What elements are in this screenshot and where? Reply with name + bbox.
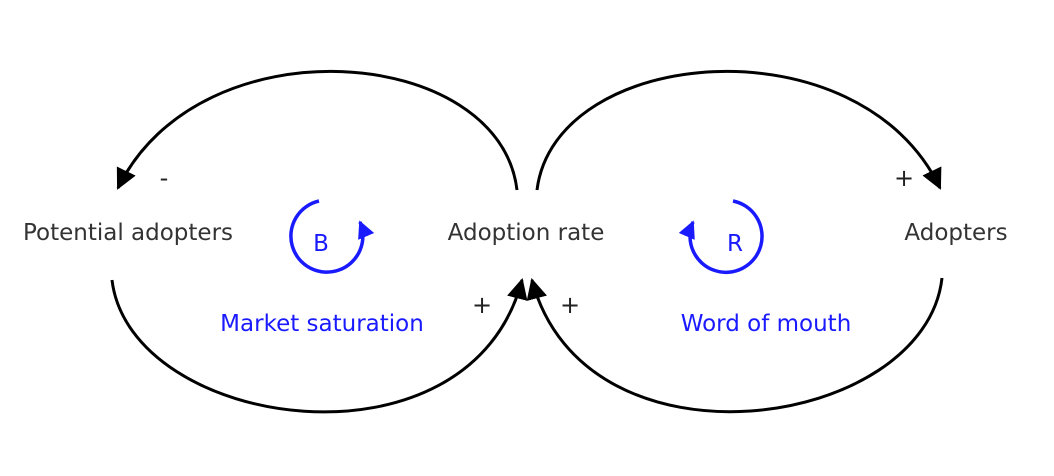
polarity-adopters-to-rate: +: [560, 291, 580, 319]
polarity-potential-to-rate: +: [472, 291, 492, 319]
link-rate-to-potential: [116, 70, 519, 191]
node-adoption-rate: Adoption rate: [448, 220, 605, 246]
reinforcing-loop-arc-icon: [678, 199, 764, 274]
node-adopters: Adopters: [904, 220, 1007, 246]
polarity-rate-to-potential: -: [160, 164, 169, 192]
balancing-loop-name: Market saturation: [220, 311, 424, 337]
link-adopters-to-rate: [526, 277, 944, 414]
reinforcing-loop-name: Word of mouth: [681, 311, 852, 337]
balancing-loop-letter: B: [313, 231, 329, 257]
balancing-loop-arc-icon: [289, 199, 375, 274]
node-potential-adopters: Potential adopters: [23, 220, 233, 246]
polarity-rate-to-adopters: +: [894, 164, 914, 192]
link-rate-to-adopters: [535, 70, 942, 191]
reinforcing-loop-letter: R: [727, 231, 743, 257]
link-potential-to-rate: [110, 277, 528, 414]
